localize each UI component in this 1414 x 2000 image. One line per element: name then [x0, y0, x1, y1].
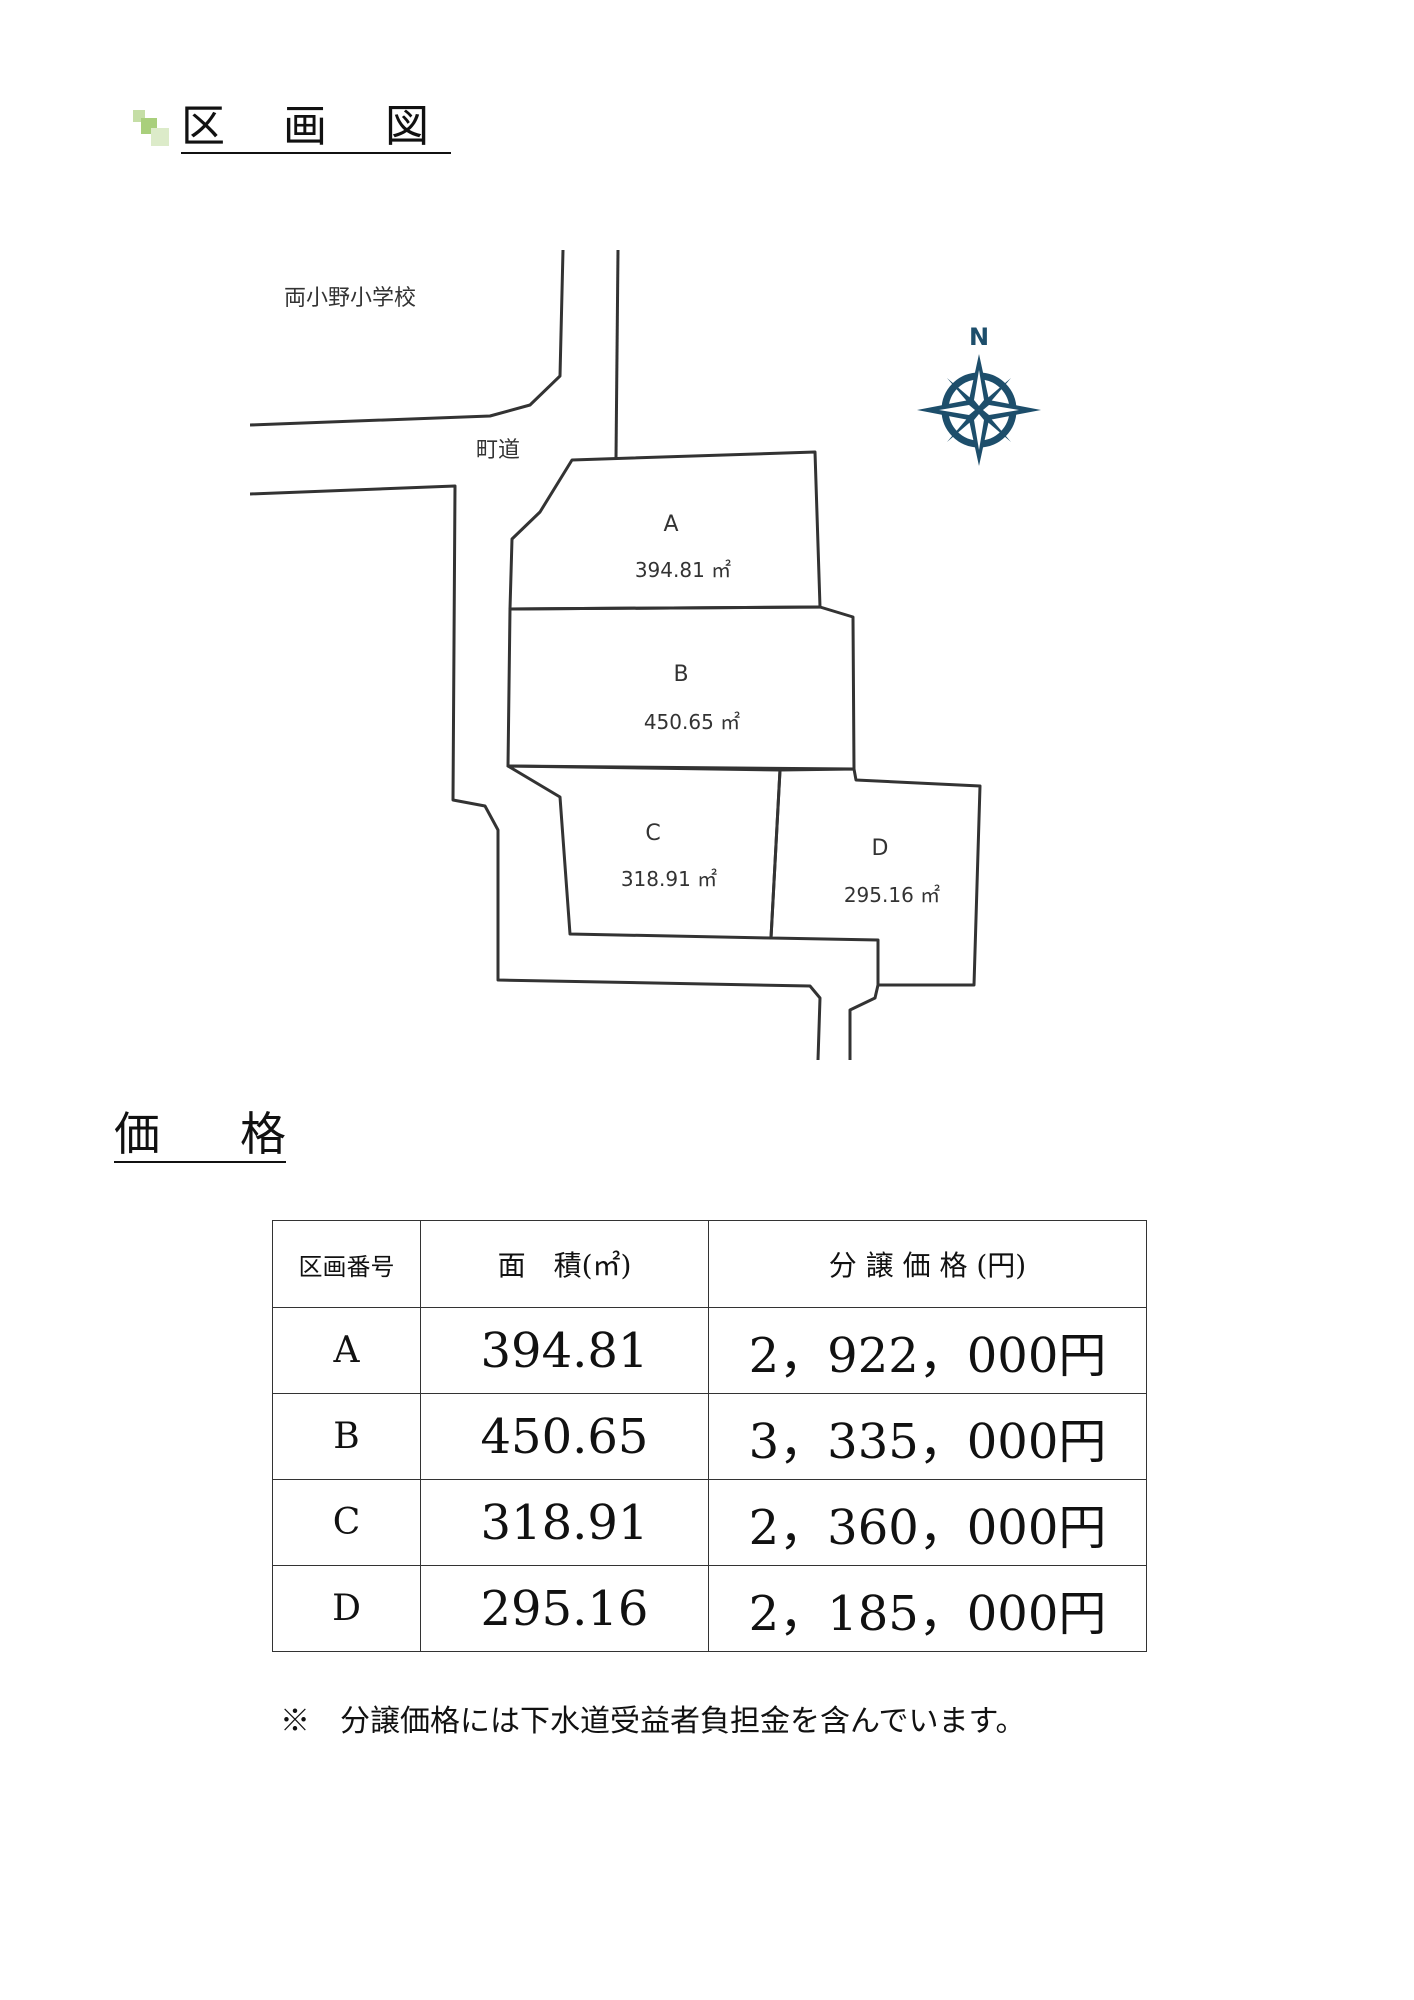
- table-row: D 295.16 2，185，000円: [272, 1565, 1147, 1652]
- cell-lot-id: C: [272, 1479, 421, 1566]
- map-boundary-line: [848, 984, 880, 1060]
- cell-price: 2，185，000円: [708, 1565, 1147, 1652]
- lot-d-area: 295.16 ㎡: [844, 883, 940, 907]
- lot-b-label: B: [673, 662, 688, 687]
- table-row: B 450.65 3，335，000円: [272, 1393, 1147, 1480]
- map-label-road: 町道: [476, 438, 520, 463]
- lot-a-area: 394.81 ㎡: [635, 558, 731, 582]
- lot-b-shape: [506, 605, 856, 771]
- table-row: C 318.91 2，360，000円: [272, 1479, 1147, 1566]
- cell-area: 394.81: [420, 1307, 709, 1394]
- lot-c-label: C: [645, 821, 660, 846]
- plot-map-drawing: 両小野小学校 町道 A 394.81 ㎡ B 450.65 ㎡ C 318.91…: [250, 250, 1041, 1060]
- cell-lot-id: A: [272, 1307, 421, 1394]
- price-table: 区画番号 面 積(㎡) 分 譲 価 格 (円) A 394.81 2，922，0…: [272, 1220, 1147, 1652]
- lot-b-area: 450.65 ㎡: [644, 710, 740, 734]
- map-boundary-line: [614, 250, 620, 459]
- cell-area: 295.16: [420, 1565, 709, 1652]
- header-price: 分 譲 価 格 (円): [708, 1220, 1147, 1308]
- table-row: A 394.81 2，922，000円: [272, 1307, 1147, 1394]
- lot-c-shape: [506, 764, 782, 940]
- compass-rose-icon: N: [917, 323, 1041, 466]
- cell-price: 2，360，000円: [708, 1479, 1147, 1566]
- lot-c-area: 318.91 ㎡: [621, 867, 717, 891]
- header-area: 面 積(㎡): [420, 1220, 709, 1308]
- map-boundary-line: [250, 250, 565, 427]
- cell-price: 2，922，000円: [708, 1307, 1147, 1394]
- heading-decoration-icon: [133, 108, 173, 148]
- cell-area: 450.65: [420, 1393, 709, 1480]
- compass-north-label: N: [969, 323, 989, 351]
- cell-lot-id: D: [272, 1565, 421, 1652]
- lot-d-label: D: [872, 836, 889, 861]
- cell-price: 3，335，000円: [708, 1393, 1147, 1480]
- cell-lot-id: B: [272, 1393, 421, 1480]
- map-label-school: 両小野小学校: [284, 286, 416, 311]
- cell-area: 318.91: [420, 1479, 709, 1566]
- lot-a-label: A: [663, 512, 678, 537]
- map-boundary-line: [250, 484, 822, 1060]
- section-heading-price: 価格: [114, 1108, 286, 1163]
- section-title-plot-map: 区 画 図: [181, 101, 451, 155]
- lot-d-shape: [769, 767, 982, 987]
- section-title-price-part2: 格: [240, 1107, 286, 1161]
- plot-map: 両小野小学校 町道 A 394.81 ㎡ B 450.65 ㎡ C 318.91…: [250, 250, 1050, 1060]
- section-title-price: 価格: [114, 1108, 286, 1163]
- table-header-row: 区画番号 面 積(㎡) 分 譲 価 格 (円): [272, 1220, 1147, 1308]
- section-title-price-part1: 価: [114, 1107, 160, 1161]
- header-lot-number: 区画番号: [272, 1220, 421, 1308]
- price-note: ※ 分譲価格には下水道受益者負担金を含んでいます。: [280, 1704, 1026, 1739]
- section-heading-plot-map: 区 画 図: [133, 100, 451, 156]
